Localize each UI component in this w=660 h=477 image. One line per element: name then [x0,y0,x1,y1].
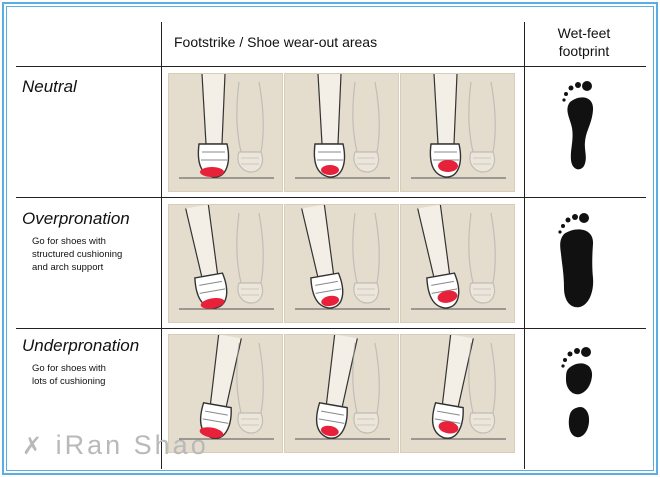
footstrike-panel-overpronation-2 [284,204,399,323]
footstrike-panel-overpronation-3 [400,204,515,323]
footstrike-header: Footstrike / Shoe wear-out areas [174,34,378,50]
row-desc-overpronation: Go for shoes with structured cushioning … [32,235,157,274]
footstrike-panel-neutral-3 [400,73,515,192]
footstrike-panel-neutral-2 [284,73,399,192]
footstrike-panel-underpronation-1 [168,334,283,453]
header-divider [16,66,646,67]
watermark-text: iRan Shao [55,430,209,460]
desc-line: and arch support [32,262,104,273]
footprint-neutral-icon [562,81,594,170]
footprint-header: Wet-feet footprint [534,24,634,60]
footprint-overpronation-icon [558,213,594,308]
column-divider-left [161,22,162,469]
footstrike-panel-underpronation-2 [284,334,399,453]
runner-logo-icon: ✗ [22,433,46,460]
footprint-header-line2: footprint [558,43,610,59]
watermark: ✗ iRan Shao [22,430,209,461]
footstrike-panel-underpronation-3 [400,334,515,453]
desc-line: structured cushioning [32,249,123,260]
column-divider-right [524,22,525,469]
footprint-header-line1: Wet-feet [557,25,611,41]
desc-line: lots of cushioning [32,376,106,387]
inner-frame [6,6,654,471]
row-title-overpronation: Overpronation [22,209,130,228]
footprint-underpronation-icon [561,347,593,438]
footstrike-panel-neutral-1 [168,73,283,192]
desc-line: Go for shoes with [32,363,106,374]
row-title-underpronation: Underpronation [22,336,140,355]
row-title-neutral: Neutral [22,77,77,96]
footstrike-panel-overpronation-1 [168,204,283,323]
row-divider-2 [16,328,646,329]
row-divider-1 [16,197,646,198]
row-desc-underpronation: Go for shoes with lots of cushioning [32,362,157,388]
desc-line: Go for shoes with [32,236,106,247]
